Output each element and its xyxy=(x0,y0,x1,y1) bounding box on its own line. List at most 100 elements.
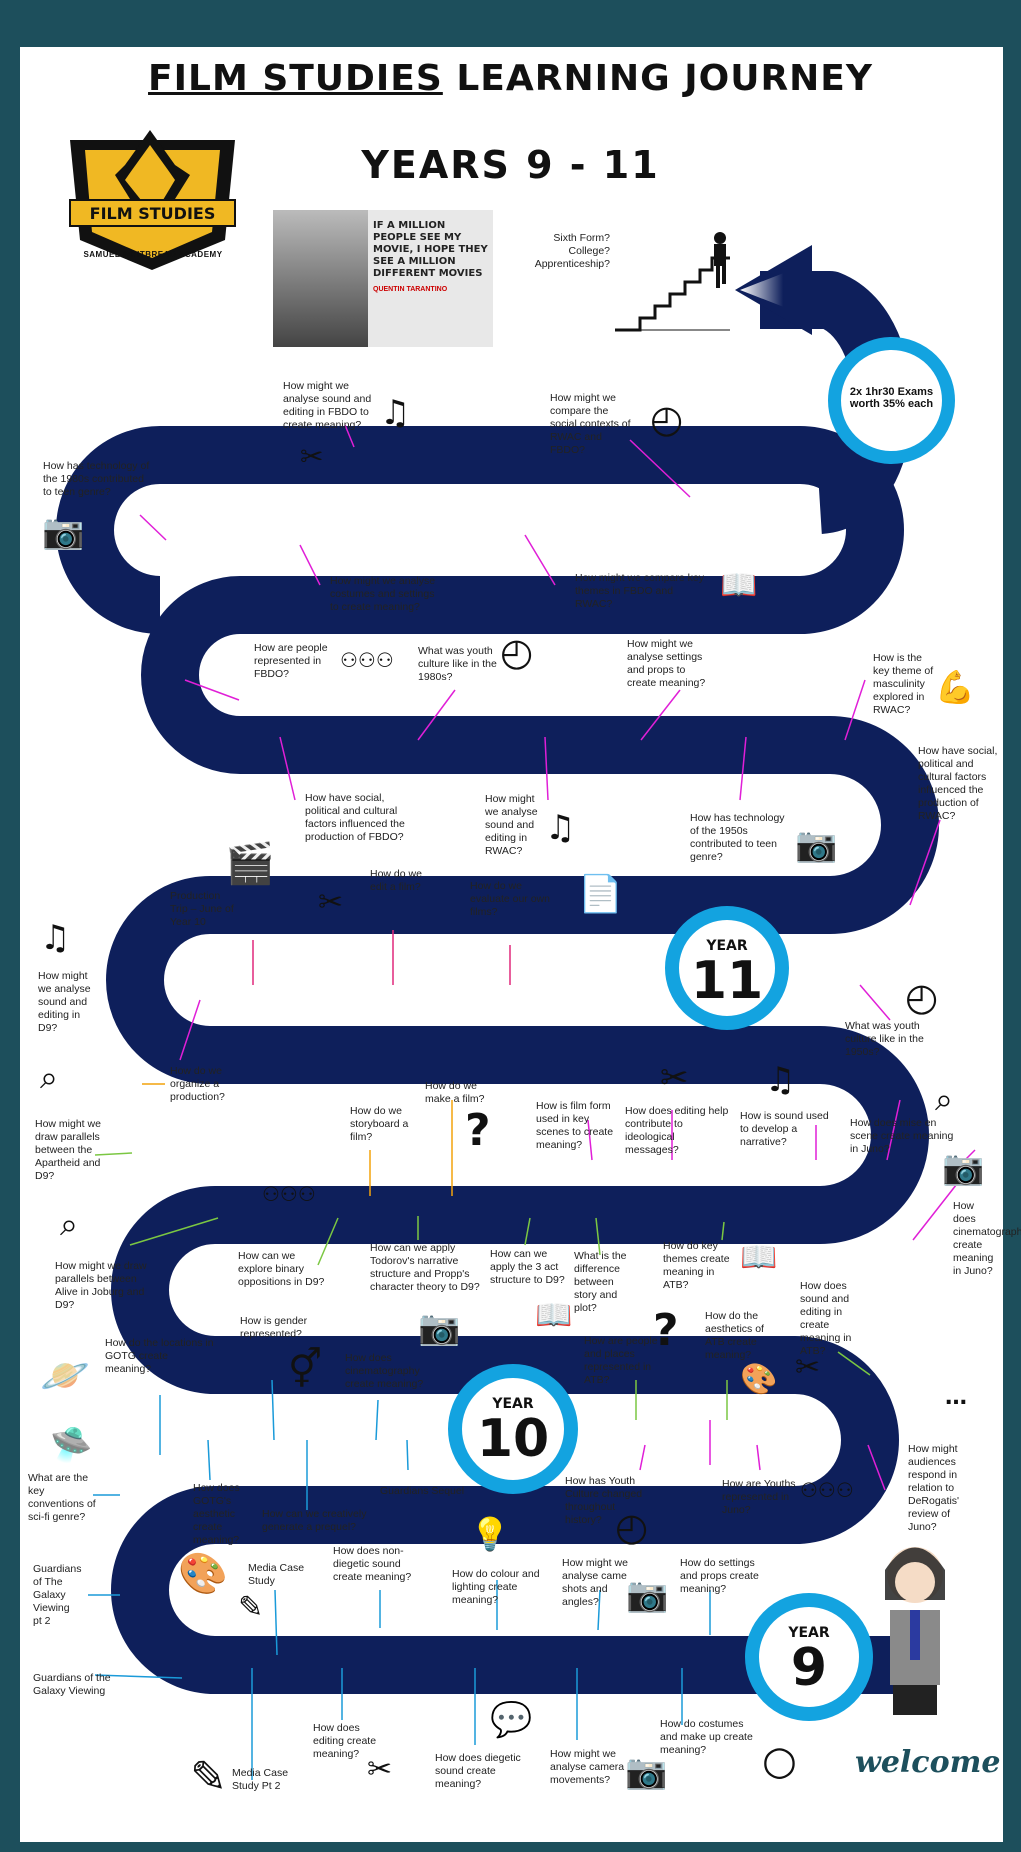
q-e7: How might audiences respond in relation … xyxy=(908,1443,960,1533)
lightbulb-icon: 💡 xyxy=(470,1515,510,1553)
q-d3: How can we apply Todorov's narrative str… xyxy=(370,1242,480,1293)
q-d6: How do key themes create meaning in ATB? xyxy=(663,1240,730,1291)
q-d2: How can we explore binary oppositions in… xyxy=(238,1250,325,1288)
film-edit-icon-3: ✂ xyxy=(795,1350,821,1385)
q-g1: Guardians of the Galaxy Viewing xyxy=(33,1672,111,1697)
q-d11: How are people and places represented in… xyxy=(584,1335,658,1386)
q-c5: How is film form used in key scenes to c… xyxy=(536,1100,614,1151)
year-10-number: 10 xyxy=(476,1409,550,1469)
music-icon-2: ♫ xyxy=(545,808,576,848)
music-icon: ♫ xyxy=(380,393,411,433)
q-b8: What was youth culture like in the 1950s… xyxy=(845,1020,924,1058)
q-f6: How do settings and props create meaning… xyxy=(680,1557,759,1595)
q-e1: What are the key conventions of sci-fi g… xyxy=(28,1472,96,1523)
people-icon-3: ⚇⚇⚇ xyxy=(800,1478,854,1502)
director-photo xyxy=(273,210,368,347)
pencil-icon: ✎ xyxy=(238,1590,264,1625)
palette-icon-2: 🎨 xyxy=(178,1551,228,1597)
q-g5: How do costumes and make up create meani… xyxy=(660,1718,753,1756)
clock-icon: ◴ xyxy=(650,397,684,441)
book-icon: 📖 xyxy=(720,568,758,603)
pencil-icon-2: ✎ xyxy=(190,1752,227,1803)
q-f1: Guardians of The Galaxy Viewing pt 2 xyxy=(33,1563,82,1627)
quote-author: QUENTIN TARANTINO xyxy=(373,286,448,293)
q-g2: How does editing create meaning? xyxy=(313,1722,377,1760)
year-9-badge: YEAR 9 xyxy=(745,1593,873,1721)
camera-icon: 📷 xyxy=(42,512,85,552)
year-11-label: YEAR xyxy=(706,938,748,954)
q-f3: How does non-diegetic sound create meani… xyxy=(333,1545,412,1583)
people-icon-2: ⚇⚇⚇ xyxy=(262,1182,316,1206)
school-logo xyxy=(69,130,236,270)
q-e6: How are Youths represented in Juno? xyxy=(722,1478,796,1516)
q-e5: How has Youth Culture changed throughout… xyxy=(565,1475,643,1526)
question-icon: ? xyxy=(465,1105,491,1156)
q-a2: How might we compare the social contexts… xyxy=(550,392,631,456)
student-avatar xyxy=(885,1547,945,1715)
camera-icon-3: 📷 xyxy=(942,1148,985,1188)
q-a1: How might we analyse sound and editing i… xyxy=(283,380,372,431)
q-a5: How might we compare key themes in FBDO … xyxy=(575,572,704,610)
exam-badge: 2x 1hr30 Exams worth 35% each xyxy=(828,337,955,464)
music-icon-3: ♫ xyxy=(40,918,71,958)
year-10-label: YEAR xyxy=(492,1396,534,1412)
planet-icon: 🪐 xyxy=(40,1353,90,1399)
q-a3: How has technology of the 1980s contribu… xyxy=(43,460,150,498)
tarantino-quote-image: IF A MILLION PEOPLE SEE MY MOVIE, I HOPE… xyxy=(273,210,493,347)
q-c10: How does cinematography create meaning i… xyxy=(953,1200,1021,1277)
people-icon: ⚇⚇⚇ xyxy=(340,648,394,672)
page-title: FILM STUDIES LEARNING JOURNEY xyxy=(0,58,1021,99)
camera-icon-5: 📷 xyxy=(626,1575,669,1615)
q-b3: How has technology of the 1950s contribu… xyxy=(690,812,785,863)
page-subtitle: YEARS 9 - 11 xyxy=(361,143,660,187)
clapperboard-icon: 🎬 xyxy=(225,841,275,887)
q-b2: How might we analyse sound and editing i… xyxy=(485,793,538,857)
q-g6: Media Case Study Pt 2 xyxy=(232,1767,289,1792)
year-9-number: 9 xyxy=(790,1638,828,1698)
chat-icon: … xyxy=(945,1385,967,1410)
year-11-badge: YEAR 11 xyxy=(665,906,789,1030)
q-f2: Media Case Study xyxy=(248,1562,305,1587)
year-10-badge: YEAR 10 xyxy=(448,1364,578,1494)
q-c8: How does mise en scene create meaning in… xyxy=(850,1117,954,1155)
logo-banner-text: FILM STUDIES xyxy=(89,204,216,223)
q-b7: How do we evaluate our own films? xyxy=(470,880,550,918)
mirror-icon: ○ xyxy=(762,1738,797,1784)
q-d7: How does sound and editing in create mea… xyxy=(800,1280,852,1357)
year-11-number: 11 xyxy=(690,951,764,1011)
q-c2: How do we organize a production? xyxy=(170,1065,225,1103)
ufo-icon: 🛸 xyxy=(50,1425,93,1465)
camera-icon-2: 📷 xyxy=(795,825,838,865)
q-d10: How does cinematography create meaning? xyxy=(345,1352,424,1390)
q-e3: How can we creatively generate a prequel… xyxy=(262,1508,367,1533)
camera-icon-6: 📷 xyxy=(625,1752,668,1792)
q-c9: How might we draw parallels between the … xyxy=(35,1118,101,1182)
q-a6: How are people represented in FBDO? xyxy=(254,642,328,680)
search-icon: ⌕ xyxy=(40,1058,58,1096)
q-b6: How do we edit a film? xyxy=(370,868,422,893)
clock-icon-4: ◴ xyxy=(615,1505,649,1549)
road-arrow-fade xyxy=(740,262,812,318)
q-a8: How might we analyse settings and props … xyxy=(627,638,706,689)
q-c7: How is sound used to develop a narrative… xyxy=(740,1110,829,1148)
q-e2: How does GOTG's aesthetic create meaning… xyxy=(193,1482,240,1546)
q-sixth-form: Sixth Form? College? Apprenticeship? xyxy=(534,232,610,270)
q-d1: How might we draw parallels between Aliv… xyxy=(55,1260,147,1311)
clock-icon-2: ◴ xyxy=(500,630,534,674)
scissors-icon: ✂ xyxy=(300,440,324,473)
document-icon: 📄 xyxy=(578,874,623,915)
q-b5: Production Trip – June of Year 10 xyxy=(170,890,234,928)
book-icon-2: 📖 xyxy=(740,1240,778,1275)
q-d9: How is gender represented? xyxy=(240,1315,308,1340)
film-edit-icon-4: ✂ xyxy=(367,1752,393,1787)
q-d12: How do the aesthetics of ATB create mean… xyxy=(705,1310,764,1361)
muscle-icon: 💪 xyxy=(935,668,975,706)
q-c1: How might we analyse sound and editing i… xyxy=(38,970,91,1034)
q-f5: How might we analyse came shots and angl… xyxy=(562,1557,628,1608)
search-icon-3: ⌕ xyxy=(60,1205,78,1243)
clock-icon-3: ◴ xyxy=(905,975,939,1019)
book-icon-3: 📖 xyxy=(535,1298,573,1333)
q-b4: How have social, political and cultural … xyxy=(918,745,998,822)
film-edit-icon-2: ✂ xyxy=(660,1058,689,1098)
